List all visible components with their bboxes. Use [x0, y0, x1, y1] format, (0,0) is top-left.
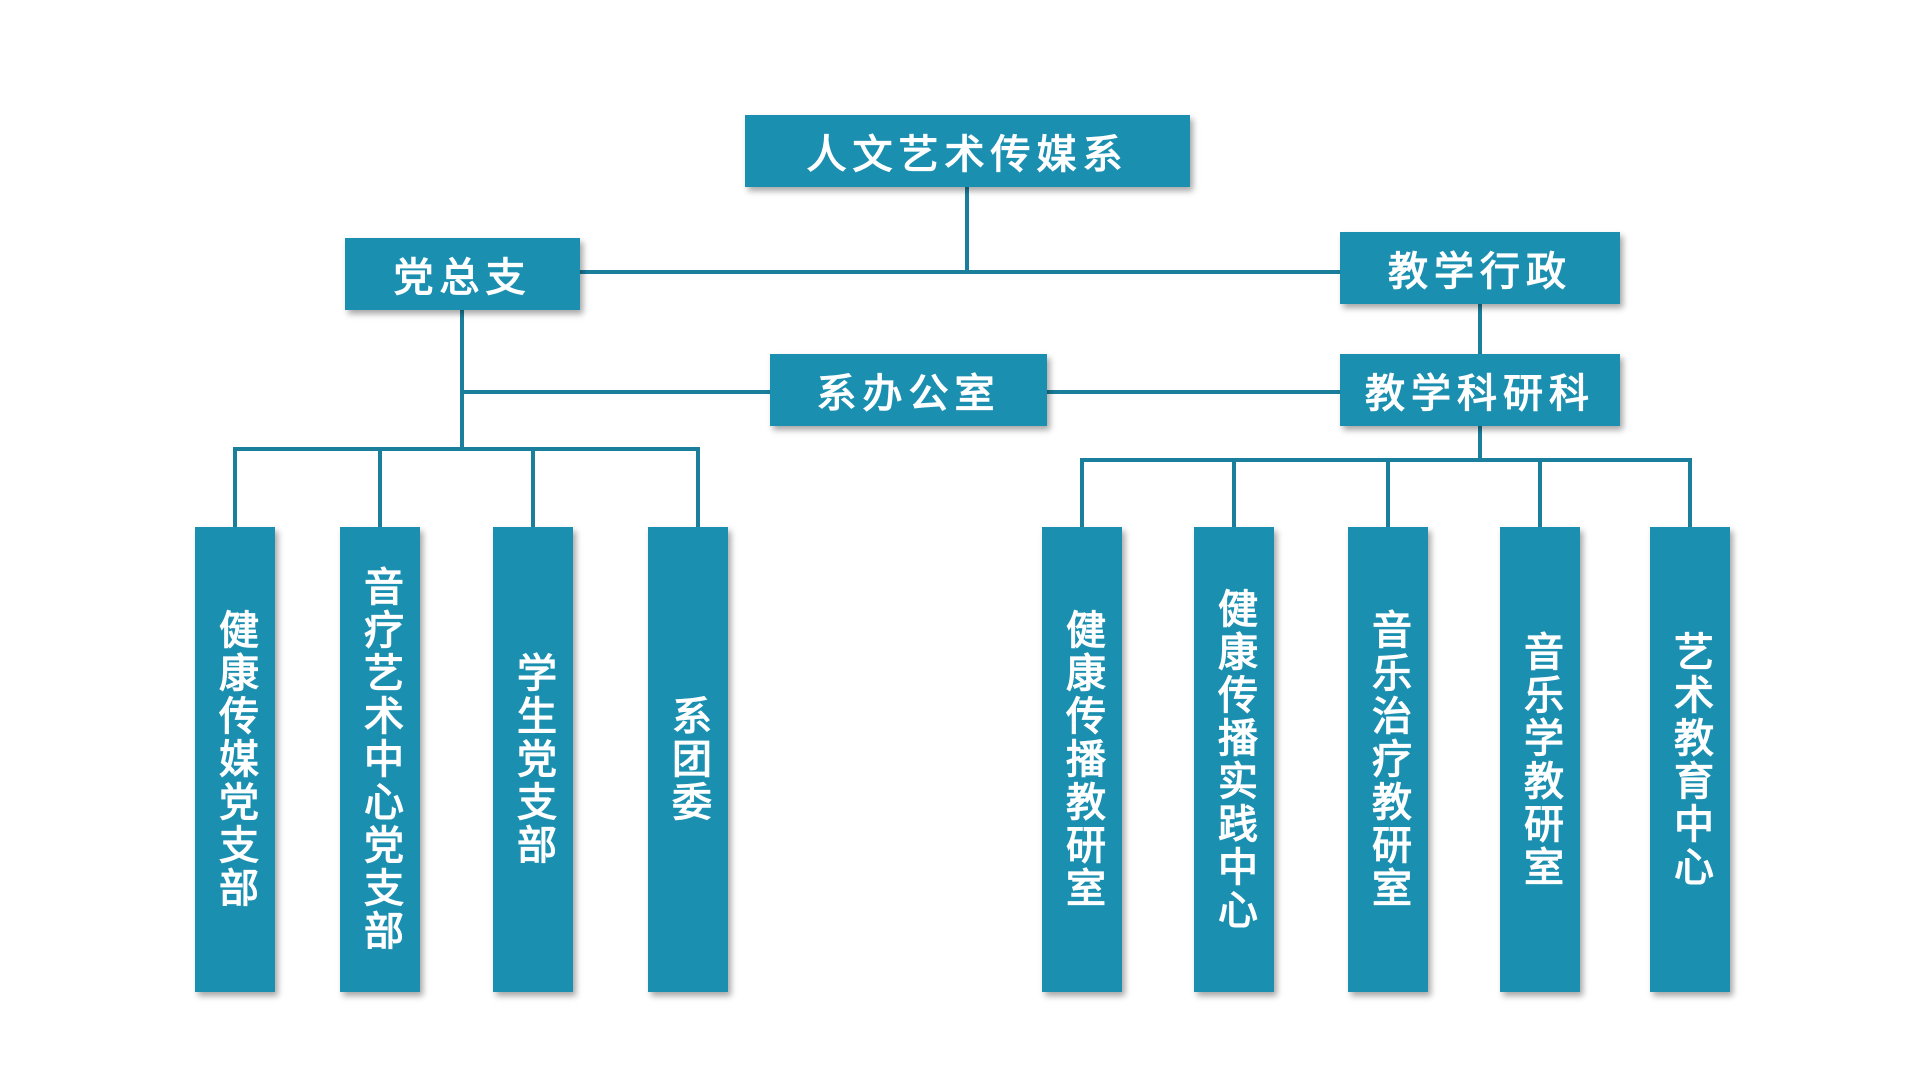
party-subbranch-node: 健康传媒党支部	[195, 527, 275, 992]
teaching-unit-node: 健康传播实践中心	[1194, 527, 1274, 992]
teaching-admin-node: 教学行政	[1340, 232, 1620, 304]
teaching-unit-node: 健康传播教研室	[1042, 527, 1122, 992]
party-subbranch-node: 音疗艺术中心党支部	[340, 527, 420, 992]
research-section-node: 教学科研科	[1340, 354, 1620, 426]
department-office-node: 系办公室	[770, 354, 1047, 426]
teaching-unit-node: 艺术教育中心	[1650, 527, 1730, 992]
teaching-unit-node: 音乐学教研室	[1500, 527, 1580, 992]
party-subbranch-node: 系团委	[648, 527, 728, 992]
teaching-unit-node: 音乐治疗教研室	[1348, 527, 1428, 992]
party-subbranch-node: 学生党支部	[493, 527, 573, 992]
party-branch-node: 党总支	[345, 238, 580, 310]
root-node: 人文艺术传媒系	[745, 115, 1190, 187]
